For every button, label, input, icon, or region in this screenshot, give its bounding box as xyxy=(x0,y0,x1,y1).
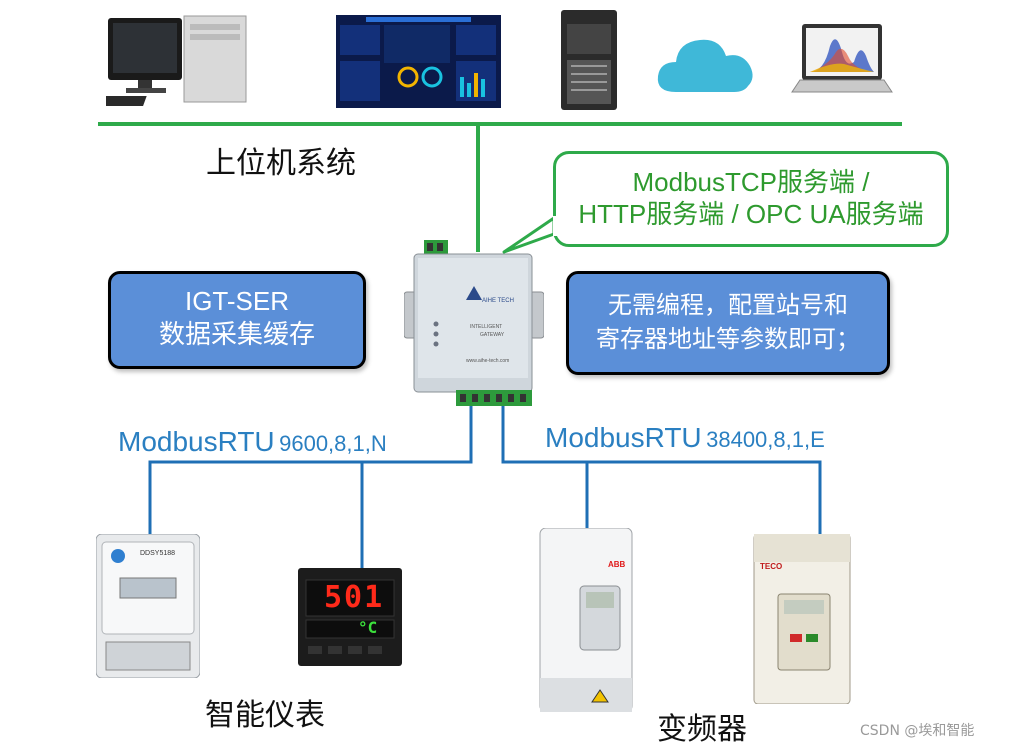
smart-meter-group-label: 智能仪表 xyxy=(205,698,325,733)
vfd-group-label: 变频器 xyxy=(657,712,747,747)
watermark: CSDN @埃和智能 xyxy=(860,723,975,739)
config-note-box: 无需编程，配置站号和 寄存器地址等参数即可； xyxy=(566,271,890,375)
gateway-panel-text-2: GATEWAY xyxy=(480,332,505,338)
meter-model: DDSY5188 xyxy=(140,550,176,557)
vfd2-brand: TECO xyxy=(760,562,783,571)
left-bus-line xyxy=(148,402,473,535)
config-note-line-2: 寄存器地址等参数即可； xyxy=(596,325,860,353)
controller-sv-display: °C xyxy=(358,618,378,637)
config-note-line-1: 无需编程，配置站号和 xyxy=(608,291,848,319)
server-tower-icon xyxy=(561,10,619,110)
energy-meter-icon: DDSY5188 xyxy=(95,533,201,679)
desktop-pc-icon xyxy=(77,10,276,110)
gateway-panel-text-1: INTELLIGENT xyxy=(470,324,503,330)
gateway-function-text: 数据采集缓存 xyxy=(158,320,315,350)
right-bus-params: 38400,8,1,E xyxy=(706,427,825,452)
cloud-icon xyxy=(656,30,756,98)
gateway-site: www.aihe-tech.com xyxy=(466,358,510,364)
left-bus-params: 9600,8,1,N xyxy=(279,431,387,456)
left-bus-label: ModbusRTU 9600,8,1,N xyxy=(118,426,387,458)
callout-line-2: HTTP服务端 / OPC UA服务端 xyxy=(578,199,924,229)
right-bus-line xyxy=(501,402,822,535)
callout-pointer xyxy=(502,216,559,254)
laptop-chart-icon xyxy=(788,22,896,102)
gateway-name-box: IGT-SER 数据采集缓存 xyxy=(108,271,366,369)
host-system-label: 上位机系统 xyxy=(206,146,356,181)
vfd1-brand: ABB xyxy=(608,560,626,569)
callout-line-1: ModbusTCP服务端 / xyxy=(632,167,870,197)
right-bus-proto: ModbusRTU xyxy=(545,422,702,453)
server-protocols-callout: ModbusTCP服务端 / HTTP服务端 / OPC UA服务端 xyxy=(553,151,949,247)
gateway-model-text: IGT-SER xyxy=(184,286,289,316)
controller-pv-display: 501 xyxy=(324,580,385,615)
right-bus-label: ModbusRTU 38400,8,1,E xyxy=(545,422,825,454)
gateway-device: AIHE TECH INTELLIGENT GATEWAY www.aihe-t… xyxy=(403,240,545,408)
vfd-teco-icon: TECO xyxy=(750,533,854,705)
scada-dashboard-icon xyxy=(336,15,501,108)
left-bus-proto: ModbusRTU xyxy=(118,426,275,457)
gateway-brand: AIHE TECH xyxy=(482,298,514,304)
vfd-abb-icon: ABB xyxy=(534,527,638,713)
temperature-controller-icon: 501 °C xyxy=(298,568,402,666)
